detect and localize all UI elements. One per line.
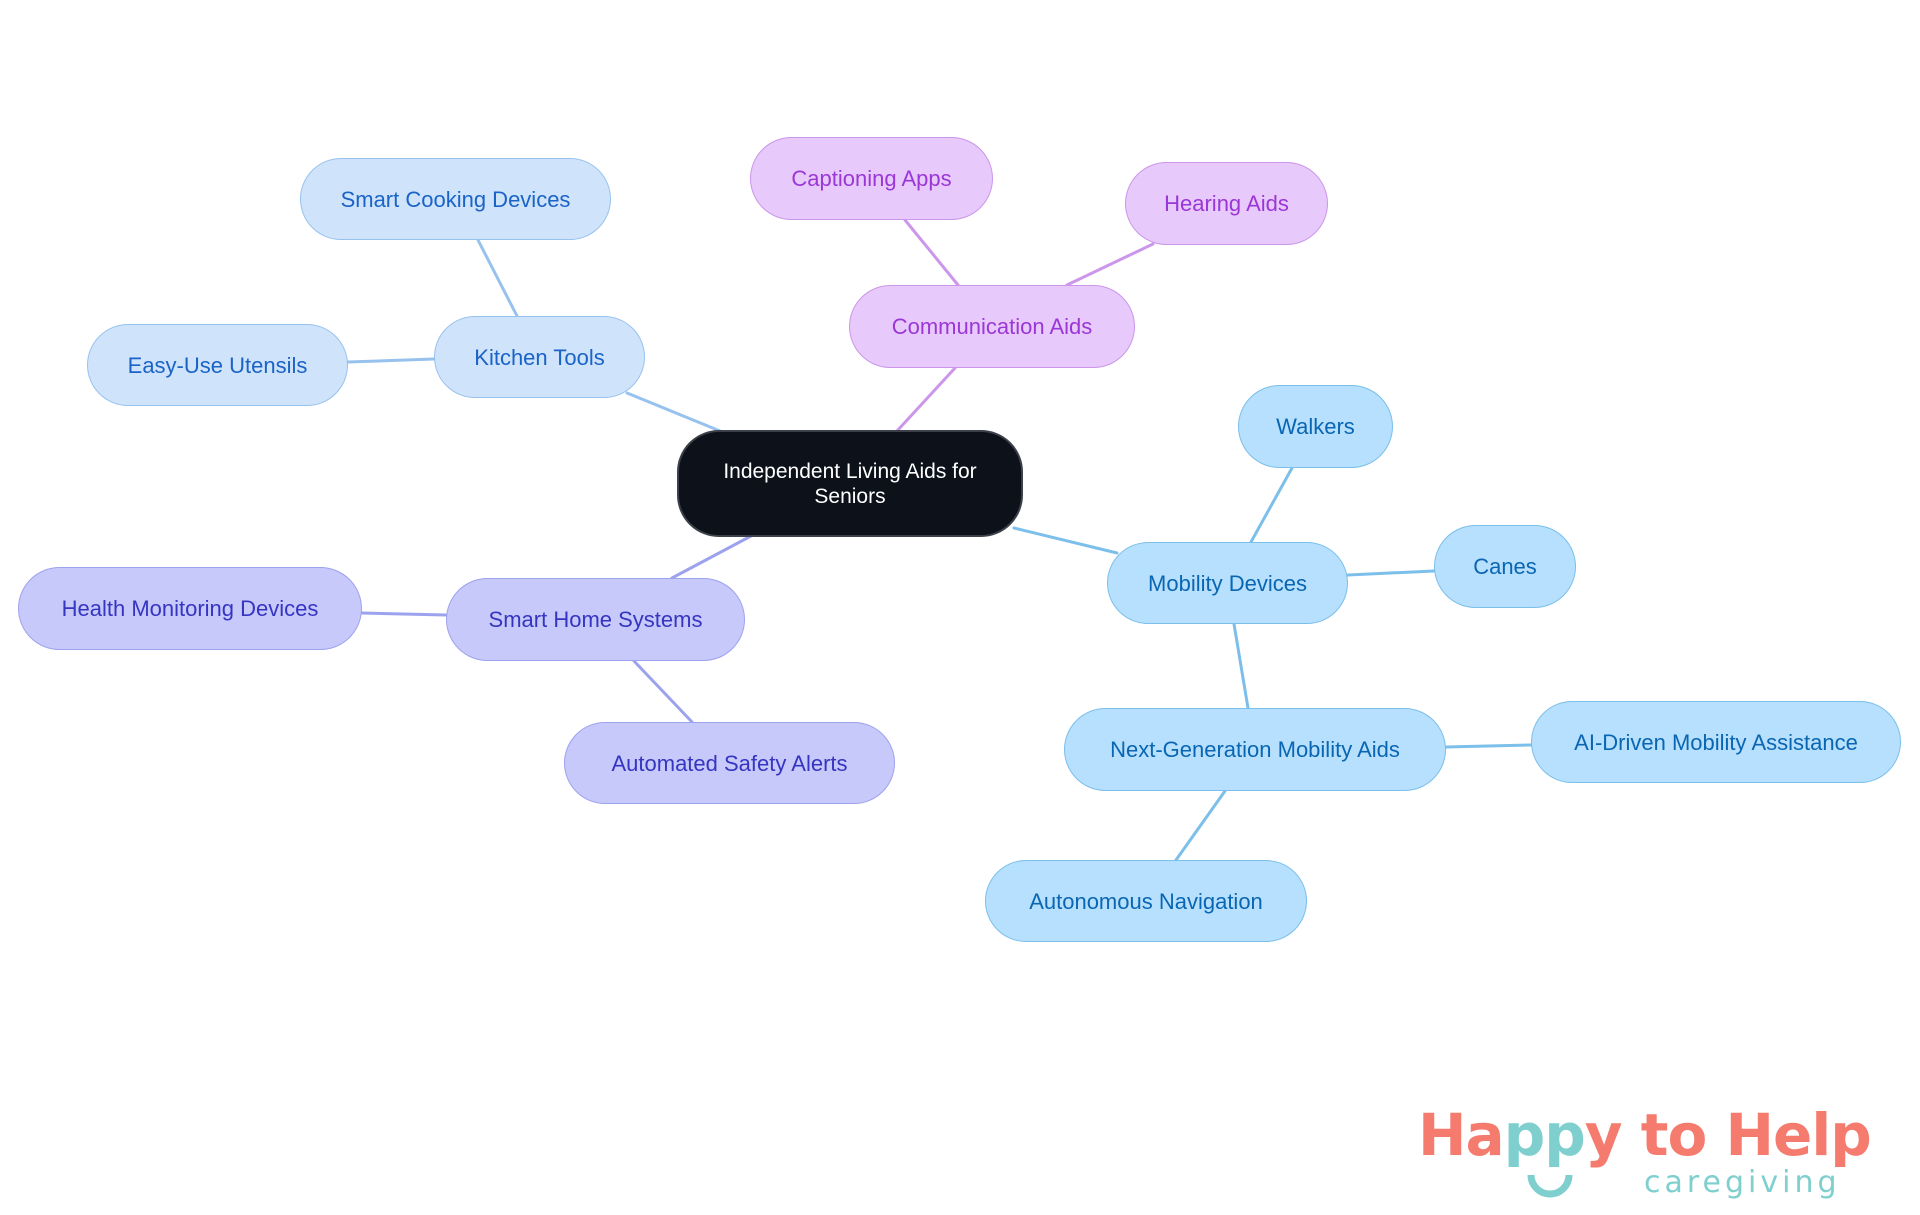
node-communication-aids[interactable]: Communication Aids [849,285,1135,368]
edge-mobility-walkers [1249,466,1294,544]
node-label: Communication Aids [891,314,1093,339]
node-walkers[interactable]: Walkers [1238,385,1393,468]
node-kitchen-tools[interactable]: Kitchen Tools [434,316,645,398]
node-autonomous-navigation[interactable]: Autonomous Navigation [985,860,1307,942]
node-label: Walkers [1276,414,1355,439]
node-mobility-devices[interactable]: Mobility Devices [1107,542,1348,624]
edge-root-kitchen-tools [625,391,722,433]
node-label: Automated Safety Alerts [611,750,848,776]
logo-tagline: caregiving [1644,1165,1841,1200]
node-root-label: Independent Living Aids for Seniors [723,459,977,508]
edge-nextgen-ai [1444,743,1533,749]
node-label: Autonomous Navigation [1029,888,1263,914]
edge-comm-captioning [903,218,960,287]
edge-mobility-nextgen [1232,622,1250,710]
edge-smarthome-alerts [632,659,694,724]
happy-to-help-logo: Happy to Help caregiving [1418,1100,1888,1205]
node-label: Captioning Apps [791,166,952,191]
node-easy-use-utensils[interactable]: Easy-Use Utensils [87,324,348,406]
edge-kitchen-smart-cooking [476,238,519,318]
node-captioning-apps[interactable]: Captioning Apps [750,137,993,220]
node-smart-home-systems[interactable]: Smart Home Systems [446,578,745,661]
node-label: Easy-Use Utensils [127,352,308,378]
node-label: Hearing Aids [1164,191,1289,216]
edge-root-smarthome [670,534,753,580]
node-label: Smart Home Systems [488,607,703,632]
node-label: Next-Generation Mobility Aids [1110,737,1400,762]
node-canes[interactable]: Canes [1434,525,1576,608]
node-label: AI-Driven Mobility Assistance [1574,729,1858,755]
edge-root-mobility [1012,526,1119,555]
node-automated-safety-alerts[interactable]: Automated Safety Alerts [564,722,895,804]
node-label: Canes [1473,554,1537,579]
logo-wordmark: Happy to Help [1418,1101,1872,1169]
node-label: Health Monitoring Devices [61,596,319,621]
smile-icon [1527,1174,1573,1198]
node-health-monitoring-devices[interactable]: Health Monitoring Devices [18,567,362,650]
node-label: Kitchen Tools [474,344,605,370]
edge-nextgen-autonomous [1174,789,1227,862]
node-label: Smart Cooking Devices [340,186,571,212]
node-root[interactable]: Independent Living Aids for Seniors [677,430,1023,537]
edge-kitchen-utensils [346,357,436,364]
node-smart-cooking-devices[interactable]: Smart Cooking Devices [300,158,611,240]
node-next-generation-mobility-aids[interactable]: Next-Generation Mobility Aids [1064,708,1446,791]
edge-root-communication [895,366,957,433]
edge-smarthome-health [360,611,448,617]
edge-comm-hearing [1065,242,1155,287]
node-ai-driven-mobility-assistance[interactable]: AI-Driven Mobility Assistance [1531,701,1901,783]
edge-mobility-canes [1346,569,1436,577]
node-label: Mobility Devices [1148,570,1307,596]
node-hearing-aids[interactable]: Hearing Aids [1125,162,1328,245]
